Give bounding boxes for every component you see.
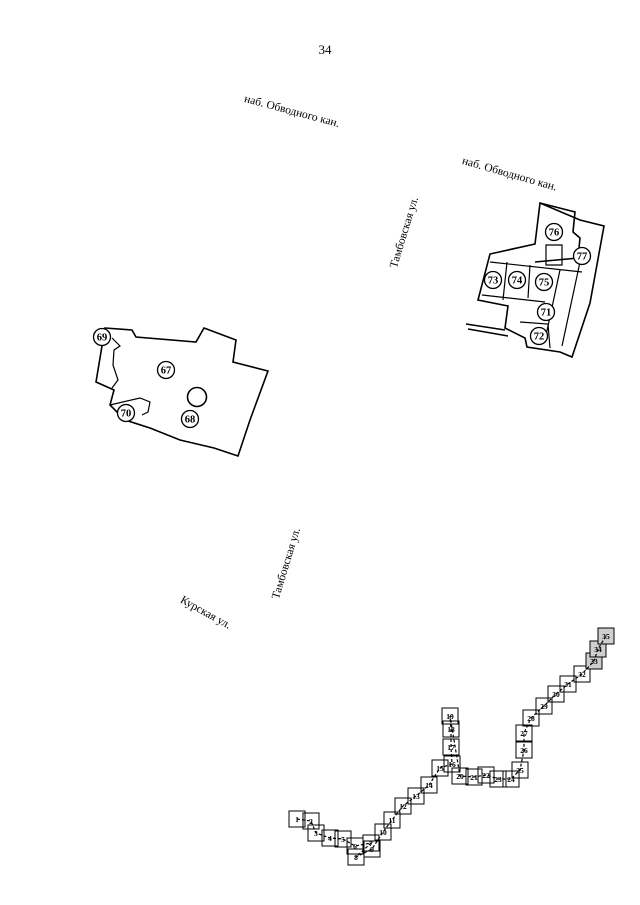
route-segment-31	[559, 675, 577, 693]
plot-number-68: 68	[185, 415, 196, 426]
plot-marker-70	[116, 403, 136, 423]
route-centerline	[296, 635, 607, 858]
plot-number-77: 77	[577, 252, 588, 263]
route-segment-label-22: 22	[482, 771, 490, 780]
lane-2	[467, 328, 509, 337]
route-segment-label-8: 8	[354, 853, 358, 862]
plot-divider-c	[502, 261, 508, 301]
route-segment-15	[431, 759, 449, 777]
plot-marker-72	[529, 326, 549, 346]
plot-69-boundary	[111, 337, 121, 389]
route-segment-20	[451, 767, 469, 785]
plot-marker-69	[92, 327, 112, 347]
route-segment-label-9: 9	[370, 845, 374, 854]
route-segment-32	[573, 665, 591, 683]
route-segment-7	[362, 834, 380, 852]
route-segment-19	[441, 707, 459, 725]
route-segment-label-17: 17	[447, 743, 455, 752]
plot-67-outline	[95, 327, 270, 458]
page-number: 34	[318, 42, 332, 57]
route-segment-label-10: 10	[379, 828, 387, 837]
plot-number-71: 71	[541, 308, 552, 319]
plot-divider-e	[544, 269, 561, 341]
route-segment-2	[302, 812, 320, 830]
route-segment-4	[321, 829, 339, 847]
route-segment-label-2: 2	[309, 817, 313, 826]
route-segment-25	[511, 761, 529, 779]
lane-1	[465, 323, 506, 331]
route-segment-3	[307, 824, 325, 842]
route-segment-9	[363, 840, 381, 858]
route-segment-5	[334, 830, 352, 848]
plot-marker-75	[534, 272, 554, 292]
plot-number-70: 70	[121, 409, 132, 420]
route-segment-label-14: 14	[425, 781, 433, 790]
route-segment-label-30: 30	[552, 690, 560, 699]
plot-number-67: 67	[161, 366, 172, 377]
route-segment-23	[489, 770, 507, 788]
route-segment-label-35: 35	[602, 632, 610, 641]
route-segment-1	[288, 810, 306, 828]
plot-marker-74	[507, 270, 527, 290]
route-segment-label-11: 11	[388, 816, 395, 825]
route-segment-28	[522, 709, 540, 727]
route-segment-11	[383, 811, 401, 829]
route-segment-14	[420, 776, 438, 794]
route-segment-26	[515, 741, 533, 759]
plot-68-circle-structure	[186, 386, 208, 408]
plot-number-72: 72	[534, 332, 545, 343]
plot-number-76: 76	[549, 228, 560, 239]
plot-number-69: 69	[97, 333, 108, 344]
route-segment-35	[597, 627, 615, 645]
route-segment-label-6: 6	[353, 842, 357, 851]
route-segment-10	[374, 823, 392, 841]
plot-number-74: 74	[512, 276, 523, 287]
plot-divider-f	[561, 261, 581, 347]
plot-number-75: 75	[539, 278, 550, 289]
plot-marker-71	[536, 302, 556, 322]
plot-marker-77	[572, 246, 592, 266]
plot-72-boundary	[519, 321, 551, 349]
plot-divider-d	[527, 264, 531, 299]
plot-marker-68	[180, 409, 200, 429]
route-segment-label-27: 27	[520, 729, 528, 738]
plot-marker-67	[156, 360, 176, 380]
plot-number-73: 73	[488, 276, 499, 287]
plot-marker-73	[483, 270, 503, 290]
plot-71-77-outline	[477, 201, 605, 359]
plot-70-boundary	[109, 397, 151, 416]
route-segment-13	[407, 787, 425, 805]
plot-divider-b	[481, 294, 546, 303]
route-segment-12	[394, 797, 412, 815]
route-segment-30	[547, 685, 565, 703]
route-segment-22	[477, 766, 495, 784]
plot-76-outline	[534, 202, 581, 263]
plot-76-building	[545, 244, 563, 266]
plot-divider-a	[489, 261, 583, 273]
route-segment-label-24: 24	[507, 775, 515, 784]
plot-marker-76	[544, 222, 564, 242]
route-segment-29	[535, 697, 553, 715]
